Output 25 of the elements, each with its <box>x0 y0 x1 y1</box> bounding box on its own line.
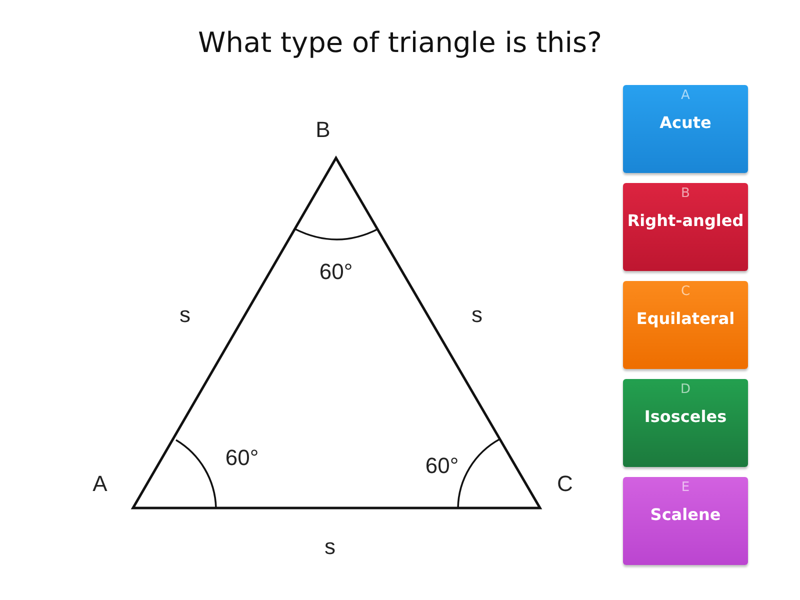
vertex-label: C <box>557 471 573 497</box>
angle-label: 60° <box>225 445 259 471</box>
side-label: s <box>324 534 336 560</box>
answer-letter: E <box>681 480 690 495</box>
answer-letter: A <box>681 88 690 103</box>
answer-text: Scalene <box>650 505 721 524</box>
answer-button <box>623 85 748 173</box>
answer-text: Isosceles <box>644 407 727 426</box>
answer-button <box>623 183 748 271</box>
answer-letter: D <box>680 382 690 397</box>
answer-letter: B <box>681 186 690 201</box>
answer-text: Right-angled <box>627 211 744 230</box>
answer-text: Acute <box>660 113 712 132</box>
answer-text: Equilateral <box>636 309 735 328</box>
question-title: What type of triangle is this? <box>197 26 603 59</box>
angle-label: 60° <box>319 259 353 285</box>
vertex-label: B <box>316 117 330 143</box>
answer-button <box>623 379 748 467</box>
side-label: s <box>180 302 190 328</box>
side-label: s <box>472 302 482 328</box>
angle-label: 60° <box>425 453 459 479</box>
answer-button <box>623 477 748 565</box>
vertex-label: A <box>92 471 108 497</box>
answer-button <box>623 281 748 369</box>
answer-letter: C <box>680 284 690 299</box>
